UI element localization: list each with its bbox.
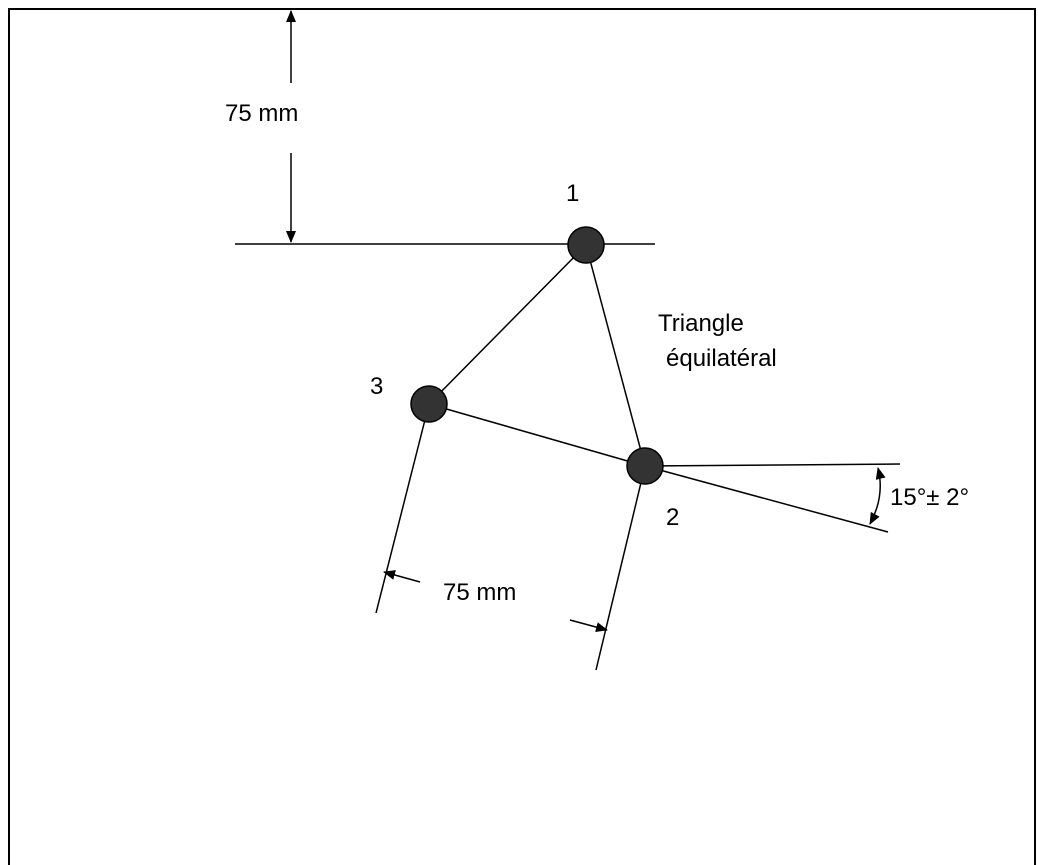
point-1 [567,226,605,264]
angle-inclined-line [644,465,889,533]
annotation-line-2: équilatéral [666,345,777,372]
triangle-side-1-3 [428,244,587,405]
extension-line-3 [375,403,430,614]
angle-dimension-arc [869,467,886,525]
dimension-label-top: 75 mm [225,100,298,127]
annotation-line-1: Triangle [658,310,744,337]
spacing-label: 75 mm [443,579,516,606]
angle-horizontal-line [644,463,901,467]
point-label-1: 1 [566,180,579,207]
point-label-2: 2 [666,504,679,531]
spacing-arrow-right [569,619,608,632]
point-label-3: 3 [370,373,383,400]
extension-line-2 [595,465,646,671]
spacing-arrow-left [383,570,421,583]
triangle-side-1-2 [585,244,646,467]
frame [8,8,1036,865]
angle-label: 15°± 2° [890,484,969,511]
point-3 [410,385,448,423]
point-2 [626,447,664,485]
triangle-side-3-2 [428,403,646,467]
